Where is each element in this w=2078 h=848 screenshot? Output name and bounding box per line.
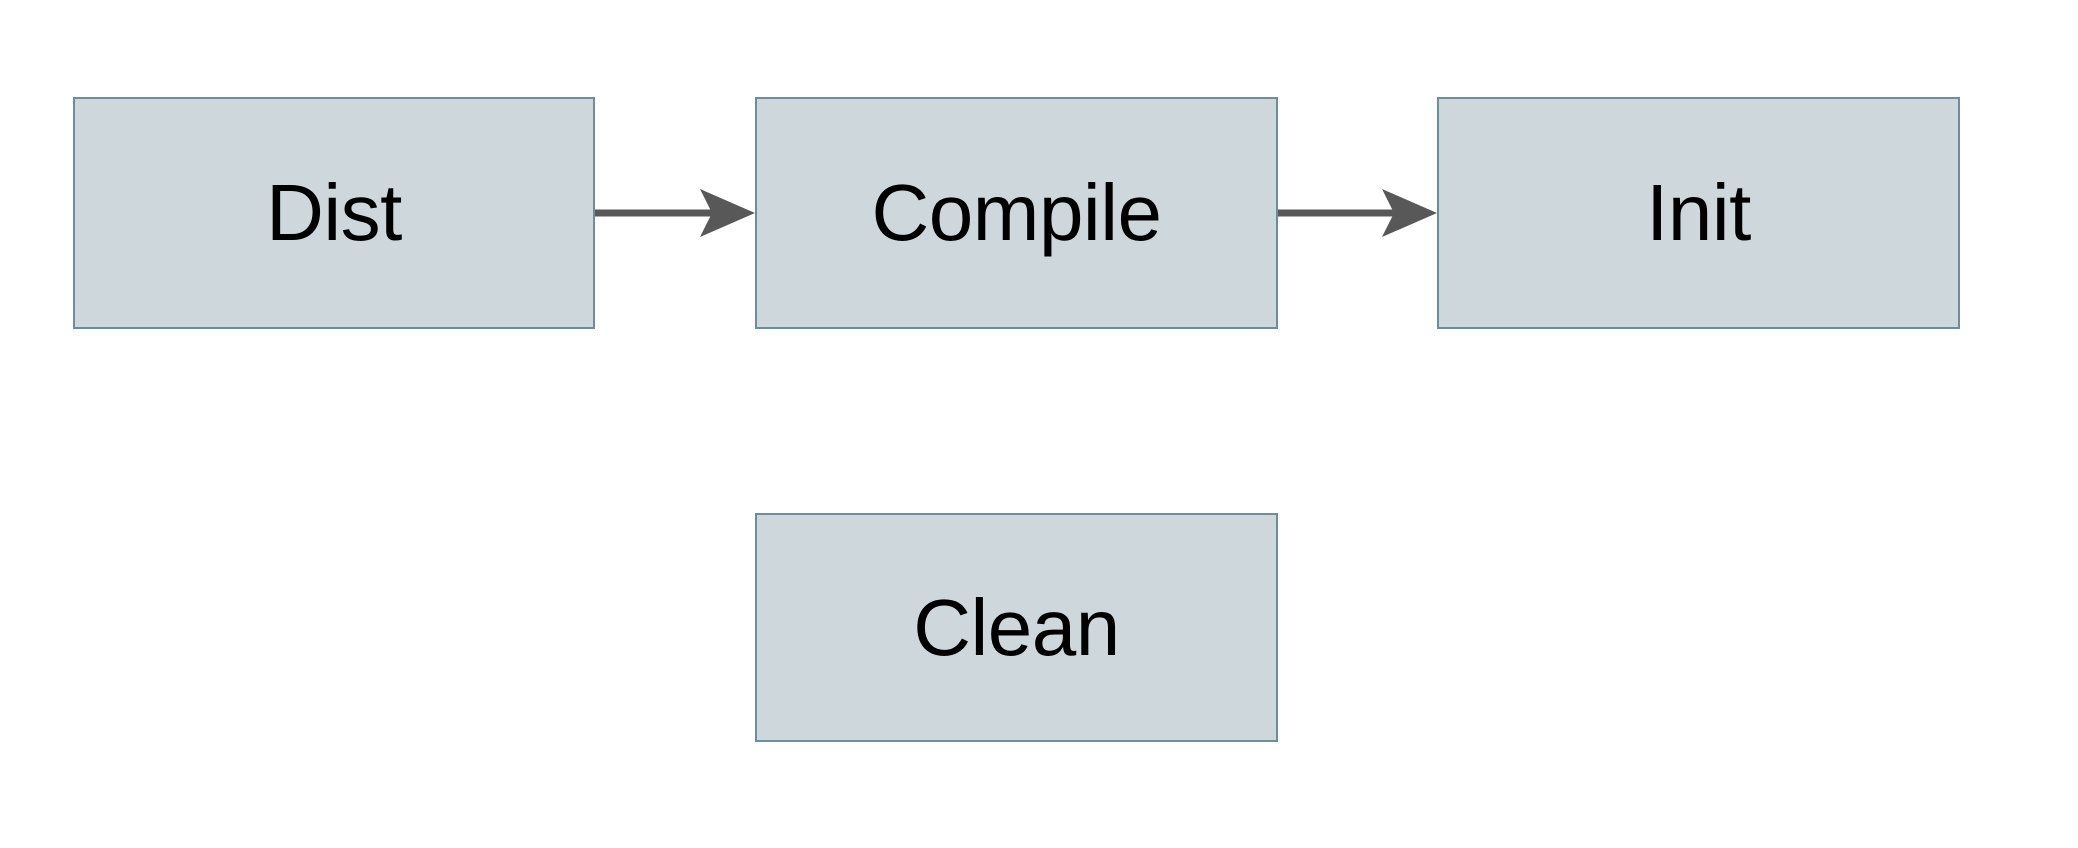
node-dist[interactable]: Dist (73, 97, 595, 329)
node-clean-label: Clean (913, 582, 1120, 672)
edge-dist-to-compile-arrowhead (700, 189, 755, 237)
edge-dist-to-compile (595, 189, 755, 237)
node-clean[interactable]: Clean (755, 513, 1278, 742)
node-init-label: Init (1646, 168, 1751, 257)
node-dist-label: Dist (266, 168, 402, 257)
node-init[interactable]: Init (1437, 97, 1960, 329)
node-compile[interactable]: Compile (755, 97, 1278, 329)
edge-compile-to-init-arrowhead (1382, 189, 1437, 237)
edge-compile-to-init (1278, 189, 1437, 237)
node-compile-label: Compile (871, 168, 1162, 257)
